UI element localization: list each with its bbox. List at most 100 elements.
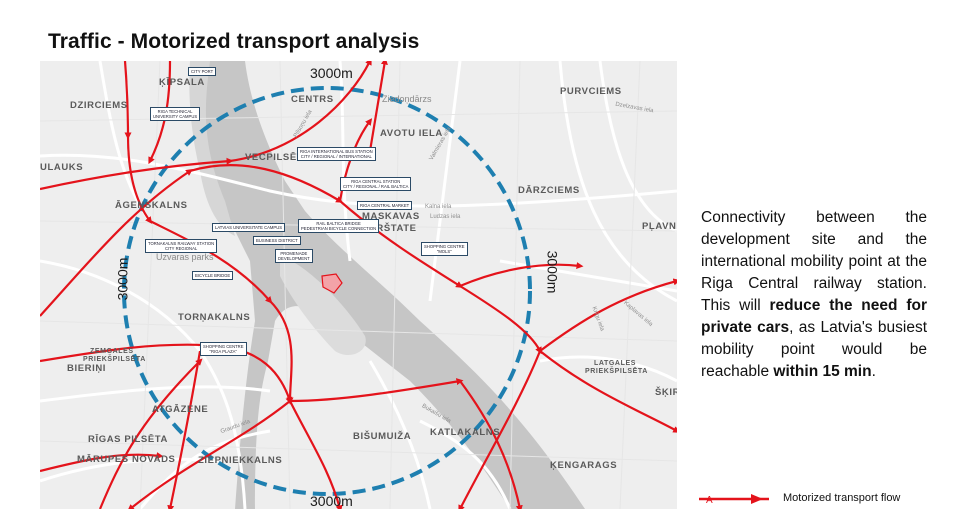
flow-line xyxy=(459,262,584,288)
district-label: ZIEPNIEKKALNS xyxy=(198,455,283,466)
radius-label-right: 3000m xyxy=(544,250,561,294)
description-emphasis: within 15 min xyxy=(773,363,872,380)
description-text: , as Latvia's busiest mobility point wou… xyxy=(701,319,927,380)
radius-circle xyxy=(122,86,532,496)
flow-line xyxy=(459,285,542,355)
poi-label-line: RIGA TECHNICAL xyxy=(157,109,193,114)
poi-label-line: PROMENADE xyxy=(280,251,308,256)
flow-line xyxy=(269,300,294,405)
district-label: DĀRZCIEMS xyxy=(518,185,580,196)
river-daugava xyxy=(190,61,585,509)
flow-line xyxy=(40,342,224,363)
poi-label-line: CITY / REGIONAL / RAIL BALTICA xyxy=(343,184,409,189)
poi-label-line: LATVIAS UNIVERSITATE CAMPUS xyxy=(215,225,283,230)
poi-city-port[interactable]: CITY PORT xyxy=(188,67,217,76)
district-label: PURVCIEMS xyxy=(560,86,622,97)
poi-bicycle-bridge[interactable]: BICYCLE BRIDGE xyxy=(192,271,234,280)
map-canvas xyxy=(40,61,677,509)
legend-label: Motorized transport flow xyxy=(783,492,901,504)
district-label: LATGALES xyxy=(594,360,637,367)
poi-label-line: SHOPPING CENTRE xyxy=(203,344,244,349)
legend-marker-letter: A xyxy=(706,495,713,506)
flow-line xyxy=(289,378,464,403)
district-label: ĀGENSKALNS xyxy=(115,200,188,211)
poi-label-line: RIGA INTERNATIONAL BUS STATION xyxy=(300,149,373,154)
flow-line xyxy=(289,400,343,509)
poi-label-line: SHOPPING CENTRE xyxy=(424,244,465,249)
radius-label-left: 3000m xyxy=(114,257,131,301)
district-label: FORŠTATE xyxy=(362,223,417,234)
district-label: PRIEKŠPILSĒTA xyxy=(83,356,146,363)
district-label: ZEMGALES xyxy=(90,348,134,355)
lake xyxy=(510,441,550,509)
poi-label-line: TORNAKALNS RAILWAY STATION xyxy=(148,241,215,246)
poi-label-line: UNIVERSITY CAMPUS xyxy=(153,114,198,119)
flow-line xyxy=(459,380,523,509)
district-label: ULAUKS xyxy=(40,162,84,173)
description-emphasis: reduce the need for private cars xyxy=(701,297,927,336)
flow-line xyxy=(123,61,132,140)
district-label: PRIEKŠPILSĒTA xyxy=(585,368,648,375)
description-text: Connectivity between the development sit… xyxy=(701,209,927,314)
flow-line xyxy=(339,200,463,288)
poi-label-line: "MOLS" xyxy=(436,249,452,254)
flow-line xyxy=(189,164,344,203)
district-label: ATGĀZENE xyxy=(152,404,209,415)
district-label: ĶENGARAGS xyxy=(550,460,618,471)
poi-lu-campus[interactable]: LATVIAS UNIVERSITATE CAMPUS xyxy=(212,223,286,232)
poi-label-line: RIGA CENTRAL STATION xyxy=(351,179,401,184)
district-label: CENTRS xyxy=(291,94,334,105)
flow-line xyxy=(539,278,677,352)
poi-label-line: CITY PORT xyxy=(191,69,214,74)
map[interactable]: ĶĪPSALA CENTRS Ziedoņdārzs PURVCIEMS DZI… xyxy=(40,61,677,509)
poi-business-district[interactable]: BUSINESS DISTRICT xyxy=(253,236,301,245)
poi-label-line: BUSINESS DISTRICT xyxy=(256,238,298,243)
poi-central-market[interactable]: RIGA CENTRAL MARKET xyxy=(357,201,413,210)
flow-line xyxy=(126,135,153,224)
flow-line xyxy=(40,157,234,191)
description-text: . xyxy=(871,363,876,380)
district-label: ĶĪPSALA xyxy=(159,77,205,88)
poi-label-line: CITY / REGIONAL / INTERNATIONAL xyxy=(300,154,372,159)
district-label: MĀRUPES NOVADS xyxy=(77,454,176,465)
flow-line xyxy=(98,358,203,509)
flow-line xyxy=(167,350,202,509)
flow-line xyxy=(458,350,542,509)
poi-mols[interactable]: SHOPPING CENTRE"MOLS" xyxy=(421,242,468,256)
radius-label-top: 3000m xyxy=(310,65,353,81)
flow-line xyxy=(368,61,388,152)
district-label: VECPILSĒTA xyxy=(245,152,310,163)
district-label: RĪGAS PILSĒTA xyxy=(88,434,168,445)
poi-label-line: PEDESTRIAN BICYCLE CONNECTION xyxy=(301,226,377,231)
flow-line xyxy=(40,452,164,473)
park-label: Ziedoņdārzs xyxy=(382,94,432,104)
flow-line xyxy=(40,169,193,317)
poi-label-line: RIGA CENTRAL MARKET xyxy=(360,203,410,208)
park-label: Uzvaras parks xyxy=(156,252,214,262)
district-label: DZIRCIEMS xyxy=(70,100,128,111)
development-site xyxy=(321,273,343,294)
street-label: Ludzas iela xyxy=(430,214,461,220)
street-label: Kalna iela xyxy=(425,204,452,210)
district-label: KATLAKALNS xyxy=(430,427,501,438)
river-kipsala-channel xyxy=(189,61,235,236)
district-label: BIŠUMUIŽA xyxy=(353,431,412,442)
radius-label-bottom: 3000m xyxy=(310,493,353,509)
road-network xyxy=(40,61,677,509)
poi-riga-plaza[interactable]: SHOPPING CENTRE"RIGA PLAZA" xyxy=(200,342,247,356)
district-label: PĻAVNIE xyxy=(642,221,677,232)
district-label: BIERIŅI xyxy=(67,363,107,374)
district-label: TORŅAKALNS xyxy=(178,312,251,323)
poi-label-line: DEVELOPMENT xyxy=(278,256,310,261)
poi-label-line: BICYCLE BRIDGE xyxy=(195,273,231,278)
flow-line xyxy=(127,400,291,509)
legend-flow-icon: A xyxy=(699,494,769,506)
description: Connectivity between the development sit… xyxy=(701,207,927,383)
flow-line xyxy=(149,220,273,304)
